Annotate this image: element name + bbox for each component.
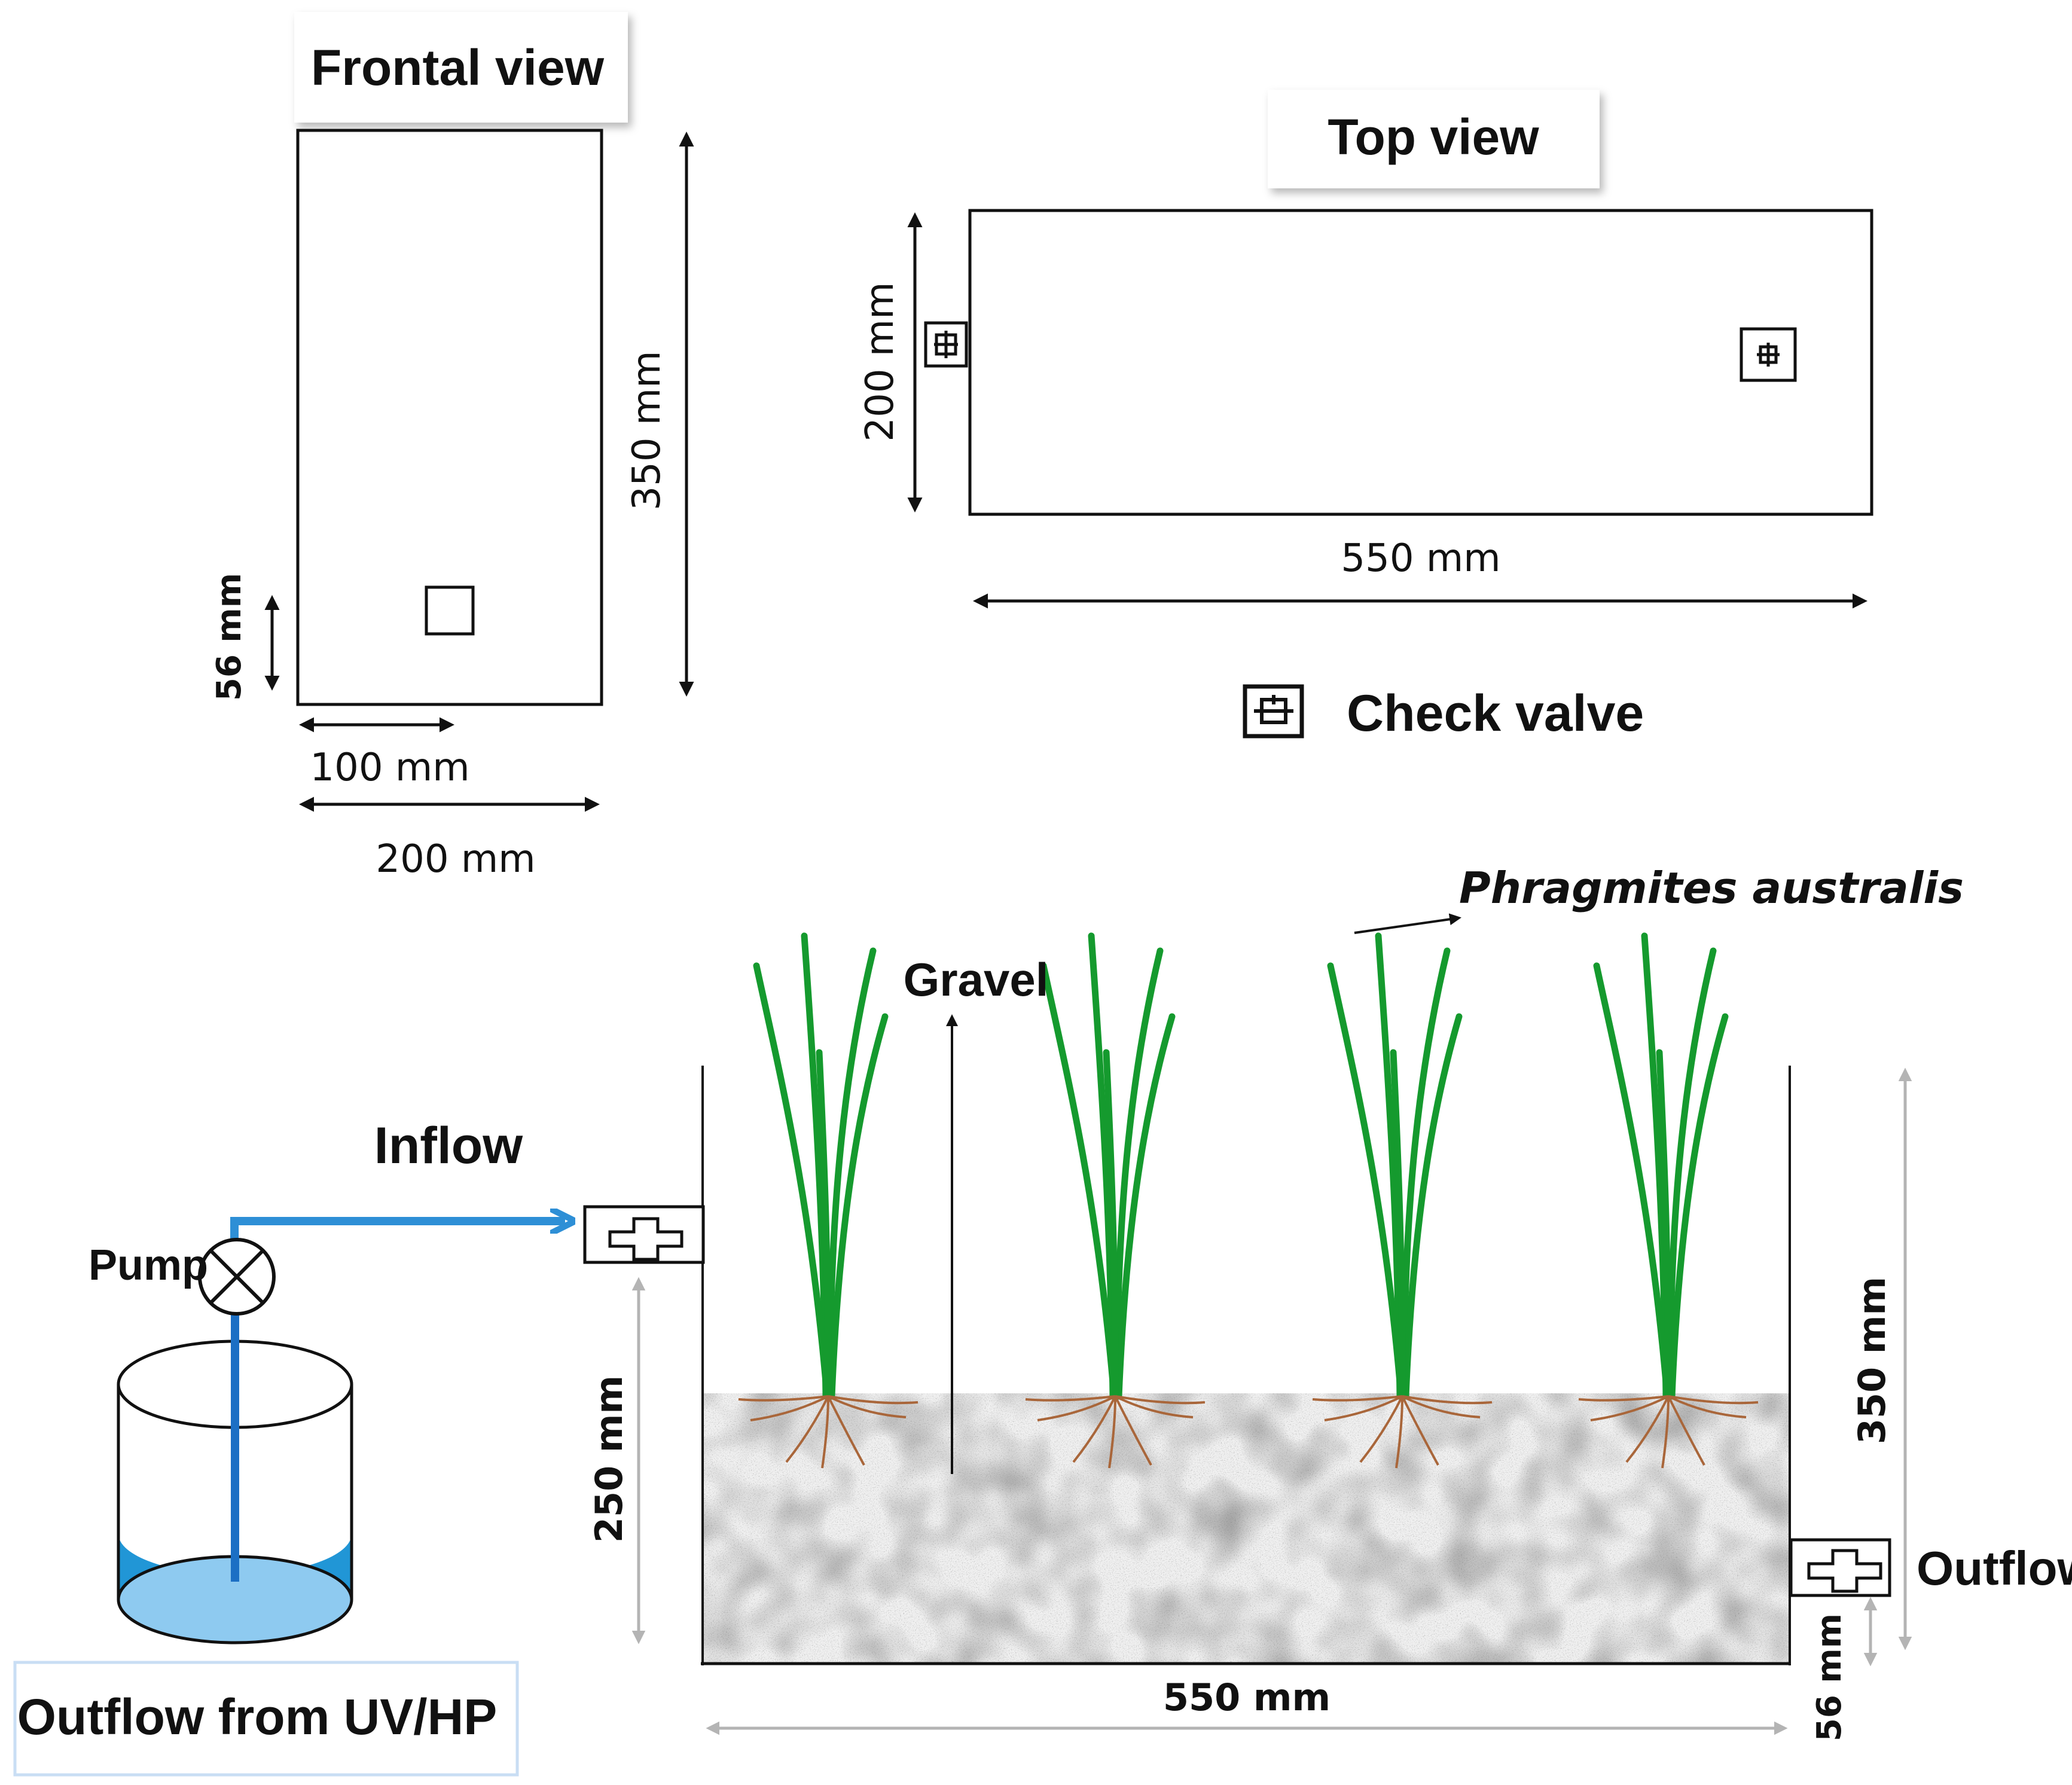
outlet-check-valve-icon	[1789, 1538, 1891, 1597]
top-width-label: 200 mm	[858, 282, 902, 441]
reed-plant	[1025, 932, 1206, 1469]
species-label: Phragmites australis	[1459, 863, 1964, 913]
inflow-pipe	[230, 1221, 565, 1244]
inlet-height-label: 250 mm	[587, 1375, 631, 1543]
bed-height-label: 350 mm	[1850, 1277, 1894, 1444]
outflow-label: Outflow	[1917, 1542, 2072, 1595]
pump-icon	[198, 1238, 276, 1316]
frontal-valve-height-label: 56 mm	[210, 573, 249, 701]
frontal-valve-offset-label: 100 mm	[310, 746, 469, 790]
reed-plant	[1578, 932, 1759, 1469]
reed-plants	[738, 932, 1759, 1469]
frontal-valve-port	[425, 585, 475, 636]
gravel-label: Gravel	[904, 953, 1049, 1006]
frontal-view-outline	[296, 129, 603, 706]
legend-check-valve-icon	[1243, 684, 1304, 739]
top-view-title: Top view	[1328, 109, 1539, 165]
top-outlet-check-valve-icon	[1740, 327, 1797, 382]
frontal-view-title: Frontal view	[311, 39, 605, 96]
frontal-title-panel	[294, 12, 628, 123]
source-label: Outflow from UV/HP	[17, 1689, 498, 1745]
reed-plant	[738, 932, 918, 1469]
top-view-outline	[968, 209, 1873, 516]
bed-length-label: 550 mm	[1163, 1676, 1331, 1719]
legend: Check valve	[1243, 684, 1644, 742]
species-pointer-arrow	[1354, 913, 1461, 934]
frontal-view: Frontal view 350 mm 56 mm 100 mm 200 mm	[210, 12, 694, 881]
top-title-panel	[1268, 90, 1600, 188]
inlet-check-valve-icon	[583, 1205, 705, 1264]
gravel-bed	[703, 1393, 1790, 1662]
legend-label: Check valve	[1347, 685, 1644, 742]
top-view: Top view 200 mm 550 mm	[858, 90, 1873, 609]
source-label-panel	[13, 1661, 519, 1777]
pump-label: Pump	[89, 1241, 208, 1289]
system-view: Gravel Phragmites australis Outflow Infl…	[13, 863, 2072, 1777]
top-length-label: 550 mm	[1341, 536, 1500, 581]
top-inlet-check-valve-icon	[924, 321, 968, 368]
storage-tank	[117, 1295, 353, 1644]
reed-plant	[1312, 932, 1493, 1469]
frontal-height-label: 350 mm	[625, 350, 669, 510]
outlet-height-label: 56 mm	[1810, 1613, 1849, 1741]
frontal-width-label: 200 mm	[376, 837, 535, 881]
inflow-label: Inflow	[374, 1117, 523, 1174]
